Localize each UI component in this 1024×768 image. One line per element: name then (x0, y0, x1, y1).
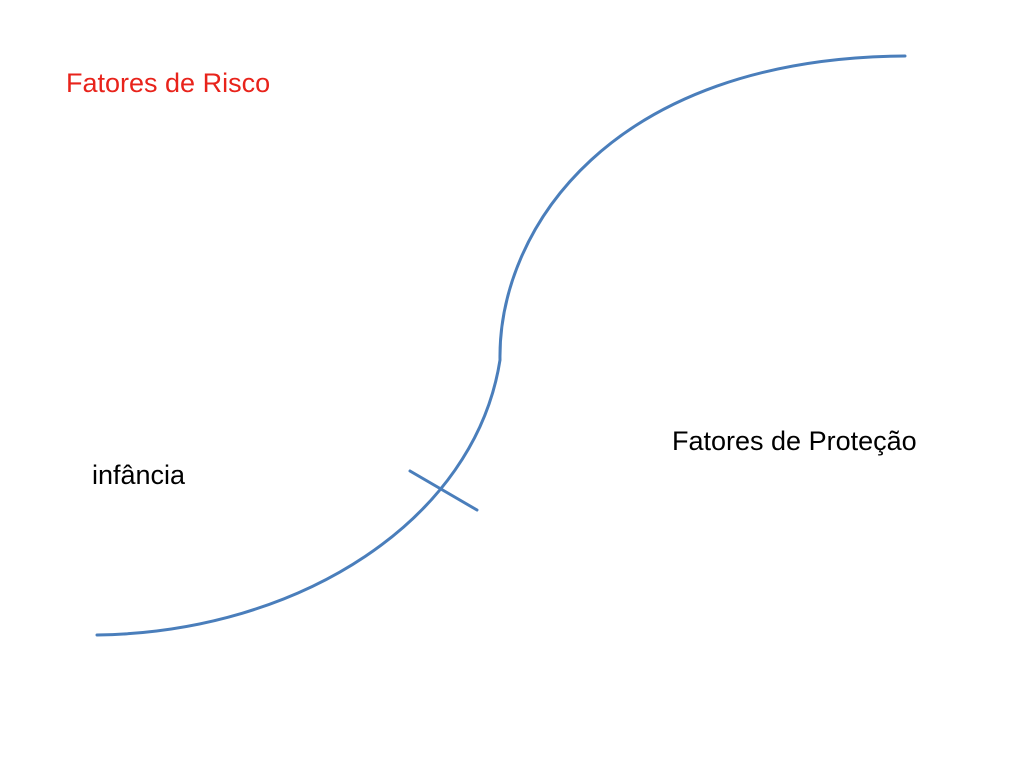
childhood-label: infância (92, 460, 186, 490)
protection-factors-label: Fatores de Proteção (672, 426, 917, 456)
risk-factors-label: Fatores de Risco (66, 68, 271, 98)
trajectory-curve (95, 54, 907, 637)
crossing-mark (408, 469, 479, 512)
